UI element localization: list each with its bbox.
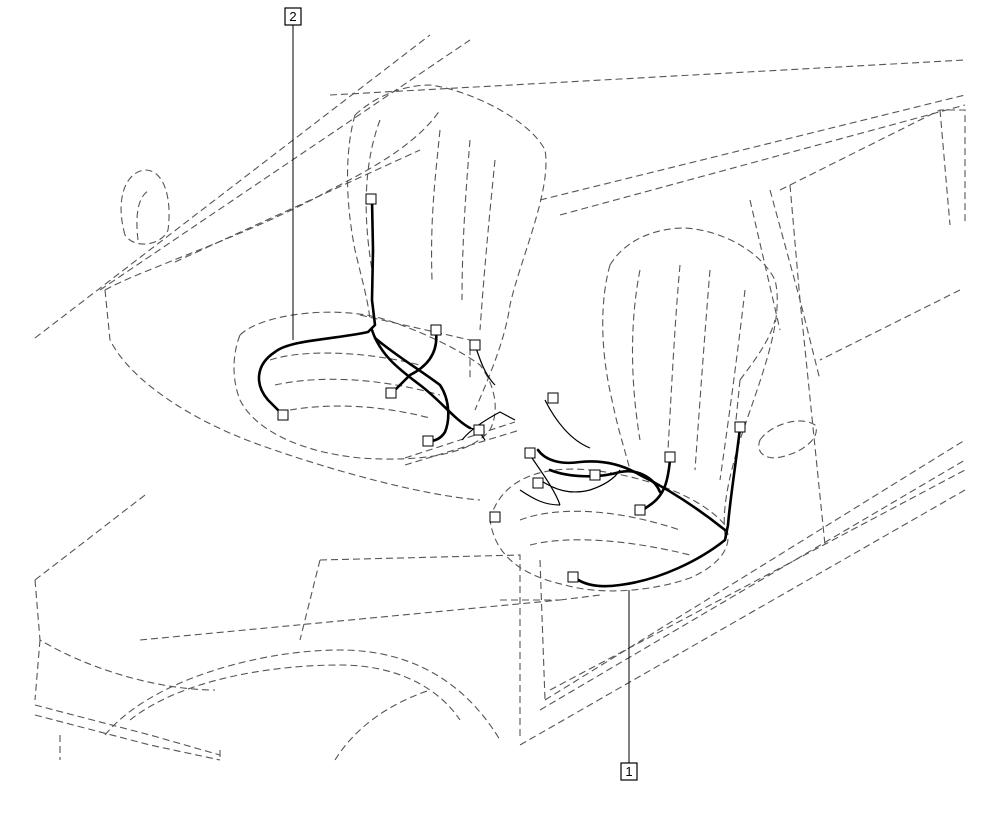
connector [589,469,601,481]
connector [385,387,397,399]
vehicle-body-outline [34,34,966,761]
connector [524,447,536,459]
callout-2-group: 2 [284,7,302,340]
connector [664,451,676,463]
left-seat-outline [233,84,547,466]
connector [277,409,289,421]
right-seat-outline [489,227,778,592]
connector [365,193,377,205]
connector [473,424,485,436]
harness-1 [519,399,742,588]
callout-1-box [620,762,638,781]
connector [734,421,746,433]
connector [634,504,646,516]
connector [567,571,579,583]
callout-1-label: 1 [625,764,632,779]
connector [532,477,544,489]
connectors [277,193,746,583]
connector [547,392,559,404]
connector [430,324,442,336]
connector [422,435,434,447]
connector [469,339,481,351]
callout-2-box [284,7,302,26]
callout-1-group: 1 [620,590,638,781]
harness-2 [257,198,516,443]
callout-2-label: 2 [289,9,296,24]
connector [489,511,501,523]
